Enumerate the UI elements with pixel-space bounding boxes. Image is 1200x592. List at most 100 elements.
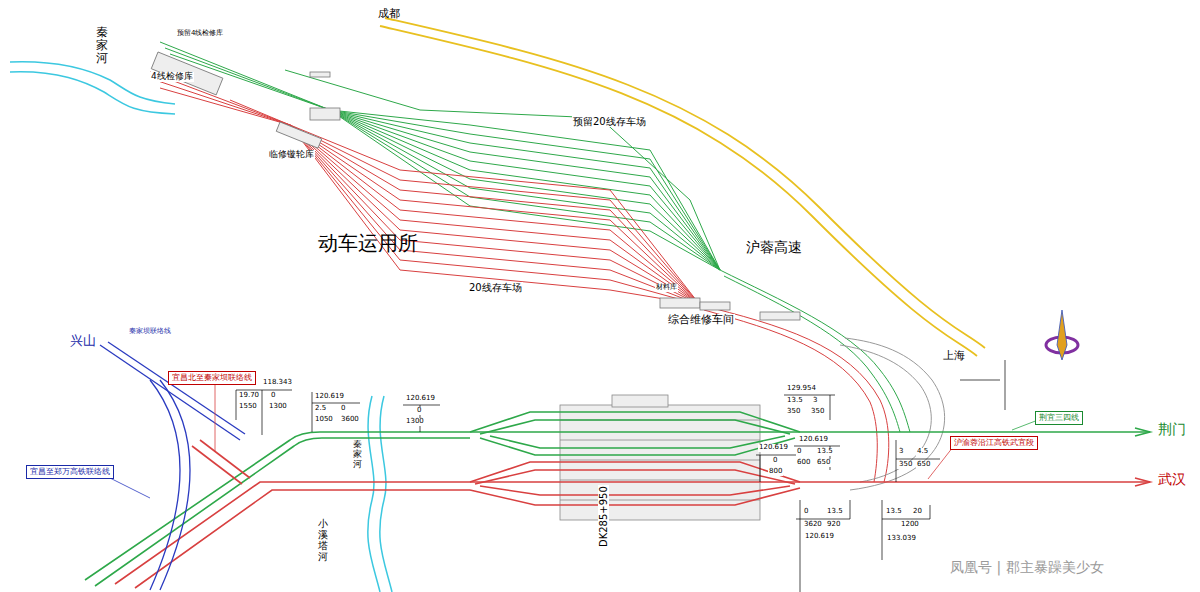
map-label: 成都 [378,8,400,20]
map-stroke [160,88,290,125]
line-name: 沪渝蓉沿江高铁武宜段 [954,438,1034,447]
dimension-value: 650 [916,461,931,469]
dimension-value: 1550 [238,403,258,411]
map-stroke [368,396,380,592]
green-main-line [85,412,1150,586]
map-stroke [480,420,790,434]
map-stroke [312,392,360,432]
map-label: DK285+950 [598,485,609,548]
map-stroke [310,72,330,77]
map-label: 20线存车场 [468,282,523,293]
map-stroke [230,100,290,125]
map-stroke [560,500,760,501]
dimension-value: 13.5 [786,397,804,405]
dimension-value: 118.343 [262,379,293,387]
map-stroke [385,18,985,348]
map-label: 凤凰号 | 郡主暴躁美少女 [950,560,1104,575]
dimension-value: 3 [898,448,904,456]
map-label: 秦家坝联络线 [128,328,172,336]
dimension-value: 1300 [268,403,288,411]
map-stroke [1135,478,1150,486]
map-stroke [560,460,760,461]
depot-red-tracks [150,72,889,482]
line-name: 宜昌至郑万高铁联络线 [30,467,110,476]
map-stroke [100,345,240,440]
map-stroke [475,470,795,484]
map-stroke [192,446,242,484]
dimension-value: 120.619 [758,444,789,452]
map-stroke [1135,428,1150,436]
map-label: 动车运用所 [318,232,418,254]
dimension-value: 3 [812,397,818,405]
map-stroke [928,447,953,479]
dimension-value: 13.5 [826,508,844,516]
dimension-value: 1050 [314,416,334,424]
dimension-value: 350 [898,461,913,469]
map-stroke [470,412,800,432]
dimension-value: 0 [803,508,809,516]
map-label: 材料库 [655,284,678,292]
map-stroke [1057,310,1067,360]
line-name: 宜昌北至秦家坝联络线 [172,373,252,382]
map-label: 预留4线检修库 [176,30,224,38]
map-stroke [290,125,700,305]
dimension-value: 1200 [900,521,920,529]
bypass-curve [840,338,945,490]
map-stroke [960,360,1005,410]
dimension-value: 1300 [405,418,425,426]
map-label: 沪蓉高速 [745,240,803,255]
map-stroke [115,482,1150,584]
map-stroke [784,395,835,420]
dimension-value: 0 [270,392,276,400]
dimension-ticks [236,360,1005,592]
dimension-value: 19.70 [238,392,260,400]
leader-lines [110,384,1038,498]
map-stroke [200,440,250,478]
map-stroke [290,125,700,305]
map-label: 兴山 [70,334,96,348]
map-stroke [380,396,392,592]
depot-green-tracks [160,42,910,432]
dimension-value: 920 [826,521,841,529]
map-stroke [290,125,700,305]
map-stroke [276,122,321,148]
map-stroke [236,390,292,435]
dimension-value: 0 [796,448,802,456]
dimension-value: 13.5 [816,448,834,456]
map-stroke [560,480,760,481]
map-stroke [380,26,977,356]
map-stroke [470,488,800,505]
map-stroke [794,446,840,470]
map-stroke [290,125,700,305]
map-stroke [290,125,700,305]
map-label: 荆门 [1158,422,1186,437]
line-name-box: 荆宜三四线 [1035,411,1083,425]
dimension-value: 650 [816,459,831,467]
map-stroke [150,380,180,590]
map-stroke [215,384,216,452]
map-stroke [403,405,440,432]
dimension-value: 4.5 [916,448,929,456]
map-stroke [290,125,700,305]
map-stroke [10,62,175,104]
map-stroke [135,490,470,588]
map-label: 秦家河 [96,26,108,66]
dimension-value: 120.619 [405,395,436,403]
map-stroke [95,438,470,586]
dimension-value: 0 [772,457,778,465]
map-label: 预留20线存车场 [572,116,647,127]
dimension-value: 3620 [803,521,823,529]
dimension-value: 20 [912,508,923,516]
map-stroke [490,436,785,448]
dimension-value: 13.5 [885,508,903,516]
map-stroke [845,338,945,490]
line-name: 荆宜三四线 [1039,413,1079,422]
dimension-value: 0 [340,405,346,413]
map-stroke [290,125,700,305]
map-stroke [700,302,730,310]
line-name-box: 宜昌至郑万高铁联络线 [26,465,114,479]
map-label: 临修镟轮库 [268,150,315,160]
dimension-value: 120.619 [804,533,835,541]
line-name-box: 宜昌北至秦家坝联络线 [168,371,256,385]
map-stroke [110,478,150,498]
